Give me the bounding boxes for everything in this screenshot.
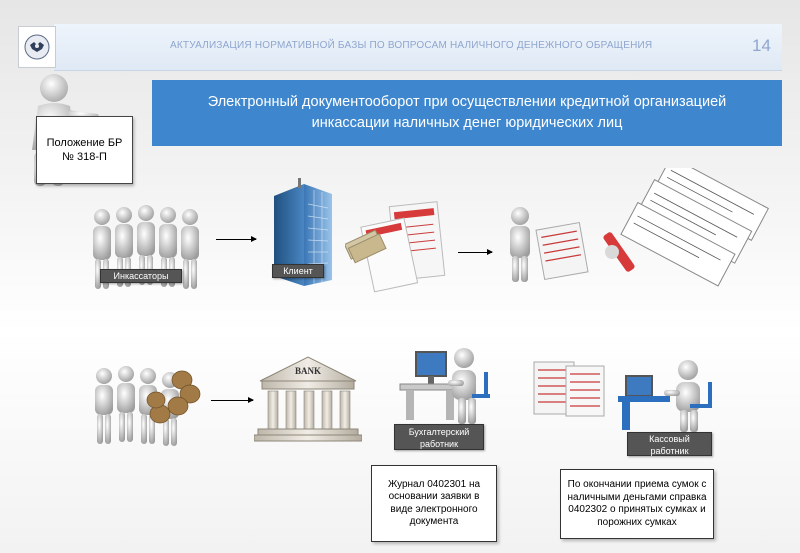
- regulation-sign: Положение БР № 318-П: [36, 116, 133, 184]
- slide-title-box: Электронный документооборот при осуществ…: [152, 80, 782, 146]
- header-title: АКТУАЛИЗАЦИЯ НОРМАТИВНОЙ БАЗЫ ПО ВОПРОСА…: [170, 40, 653, 51]
- slide-title: Электронный документооборот при осуществ…: [207, 94, 727, 131]
- cashier-label-line1: Кассовый: [649, 434, 690, 444]
- accountant-label: Бухгалтерский работник: [394, 424, 484, 450]
- office-building-illustration: [274, 178, 332, 286]
- regulation-sign-line2: № 318-П: [62, 151, 107, 163]
- cashier-with-documents-illustration: [533, 360, 712, 432]
- bank-building-illustration: [254, 356, 362, 442]
- accountant-at-computer-illustration: [399, 348, 490, 424]
- stacked-documents-illustration: [603, 168, 770, 287]
- header-bar: [54, 24, 782, 71]
- bank-sign-text: BANK: [294, 366, 321, 376]
- certificate-note-text: По окончании приема сумок с наличными де…: [567, 479, 707, 528]
- collectors-carrying-bags-illustration: [95, 366, 201, 446]
- worker-with-document-illustration: [510, 207, 589, 282]
- regulation-sign-line1: Положение БР: [46, 137, 123, 149]
- accountant-label-line2: работник: [419, 439, 459, 449]
- arrow-client-to-processing: [458, 249, 493, 255]
- arrow-collectors-to-bank: [211, 397, 254, 403]
- certificate-note-box: По окончании приема сумок с наличными де…: [560, 469, 714, 539]
- journal-note-text: Журнал 0402301 на основании заявки в вид…: [387, 478, 481, 528]
- accountant-label-line1: Бухгалтерский: [408, 427, 470, 437]
- collectors-label: Инкассаторы: [100, 269, 182, 283]
- bank-logo: [18, 26, 56, 68]
- page-number: 14: [752, 36, 771, 55]
- client-label: Клиент: [272, 264, 324, 278]
- cash-bags-and-documents-illustration: [345, 201, 446, 293]
- cashier-label: Кассовый работник: [627, 432, 712, 456]
- arrow-collectors-to-client: [216, 236, 257, 242]
- journal-note-box: Журнал 0402301 на основании заявки в вид…: [371, 465, 497, 542]
- cashier-label-line2: работник: [650, 446, 689, 456]
- eagle-emblem-icon: [24, 34, 50, 60]
